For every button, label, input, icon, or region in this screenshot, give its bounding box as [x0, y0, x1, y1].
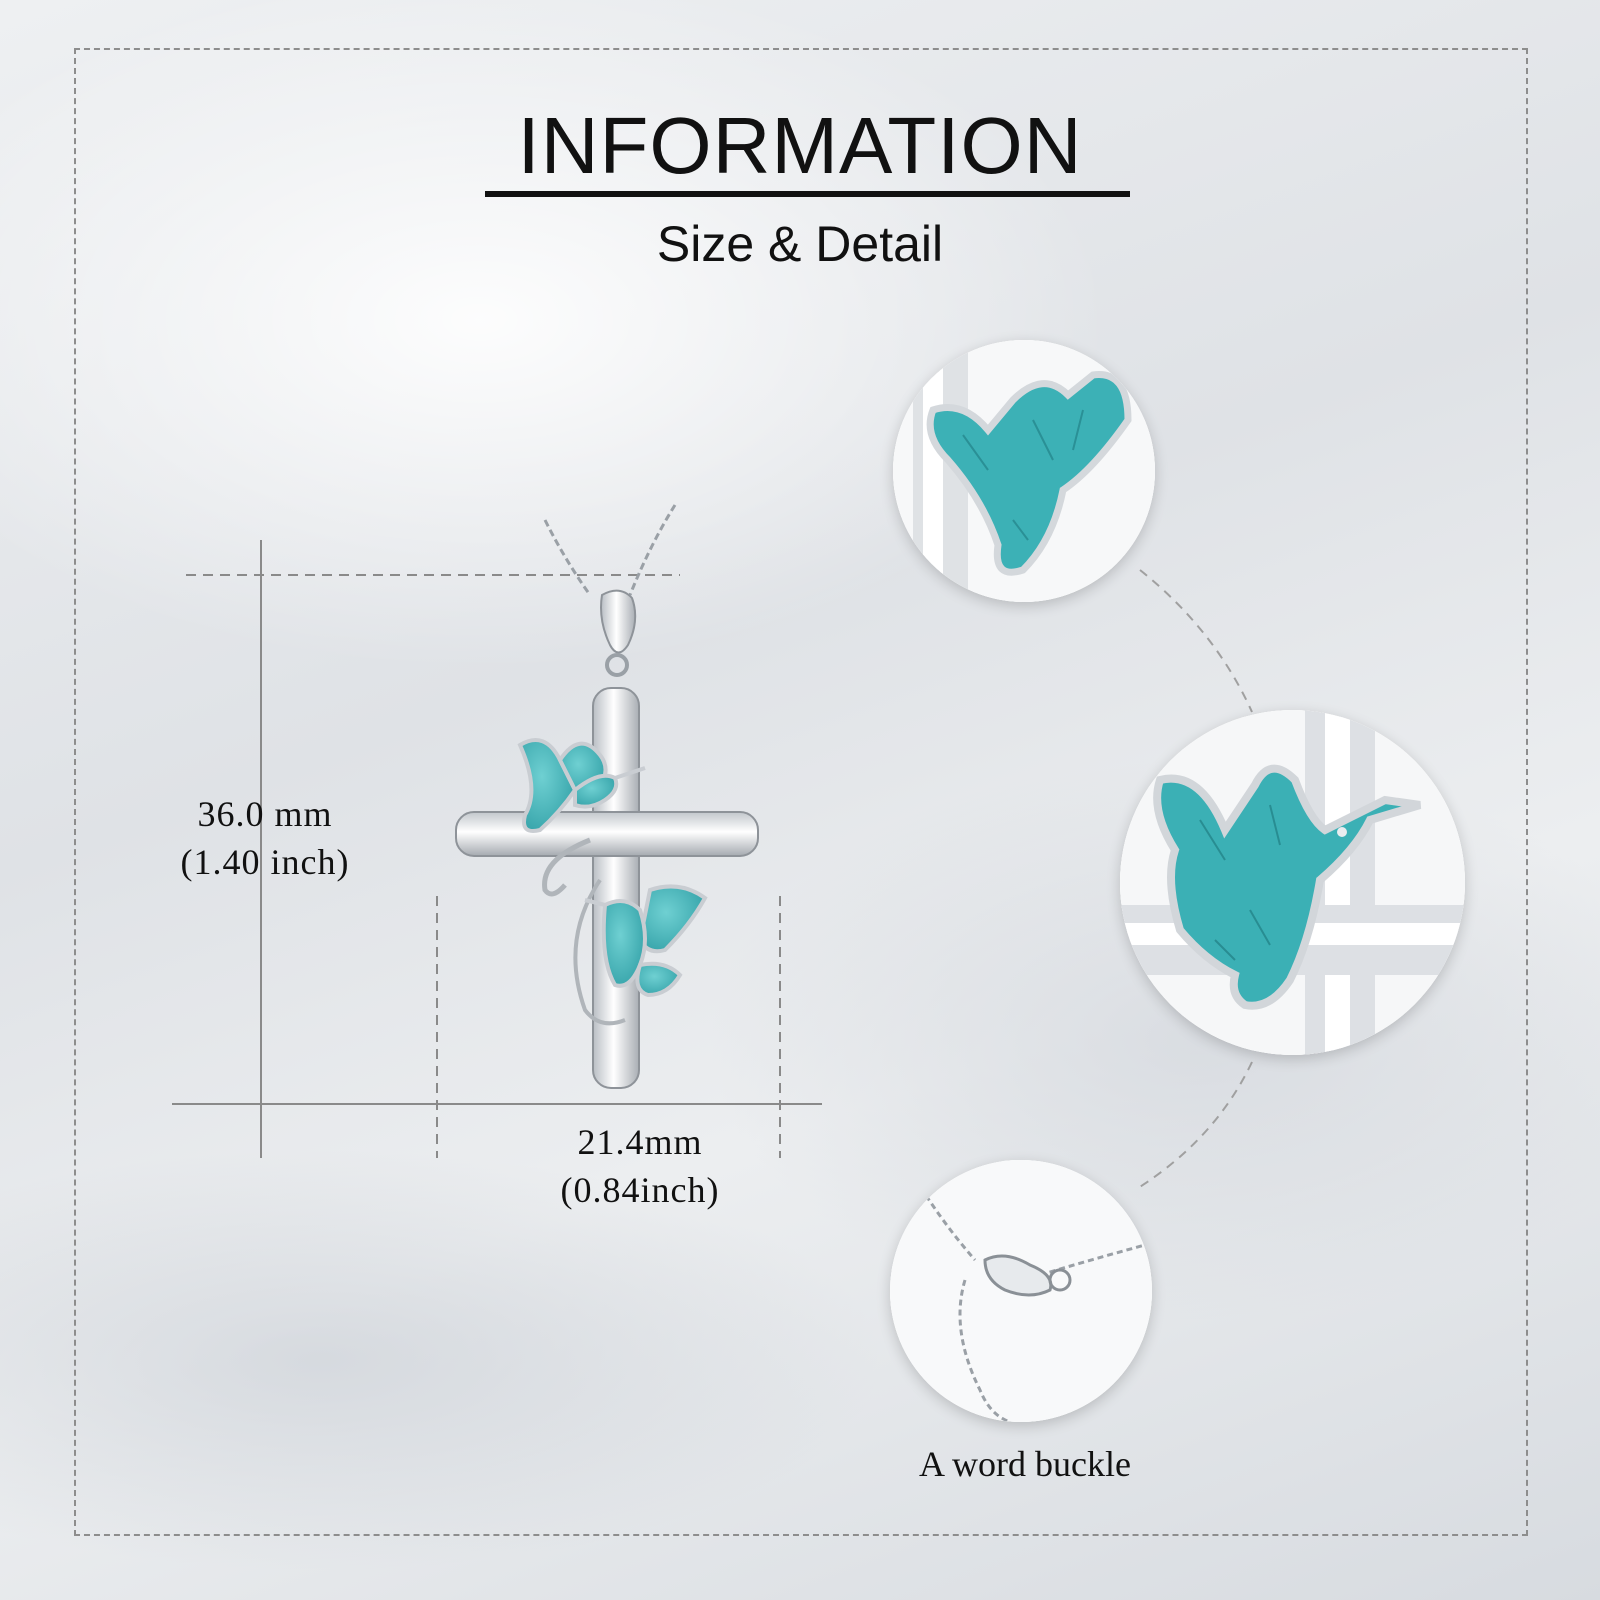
- height-mm-label: 36.0 mm: [197, 794, 333, 834]
- jump-ring: [605, 653, 629, 677]
- detail-circle-bird-cross: [1120, 710, 1465, 1055]
- cross-vertical-bar: [592, 687, 640, 1089]
- bail: [600, 589, 637, 654]
- page-subtitle: Size & Detail: [656, 216, 944, 272]
- vine-swirl: [542, 837, 591, 897]
- connector-bottom: [1134, 1061, 1253, 1191]
- dashed-frame: [74, 48, 1528, 1536]
- page-title: INFORMATION: [517, 101, 1083, 190]
- width-mm-label: 21.4mm: [577, 1122, 703, 1162]
- detail-circle-buckle: [890, 1160, 1152, 1422]
- hummingbird-upper: [517, 738, 646, 833]
- width-inch-label: (0.84inch): [560, 1170, 720, 1210]
- height-measurement: 36.0 mm (1.40 inch): [150, 790, 380, 886]
- hummingbird-lower: [584, 884, 708, 998]
- width-measurement: 21.4mm (0.84inch): [530, 1118, 750, 1214]
- height-inch-label: (1.40 inch): [180, 842, 350, 882]
- detail-circle-bird-closeup: [893, 340, 1155, 602]
- chain: [543, 504, 677, 596]
- vine-loop: [573, 878, 626, 1026]
- title-underline: [485, 191, 1130, 197]
- buckle-caption: A word buckle: [919, 1444, 1131, 1484]
- cross-horizontal-bar: [455, 811, 759, 857]
- connector-top: [1139, 569, 1253, 713]
